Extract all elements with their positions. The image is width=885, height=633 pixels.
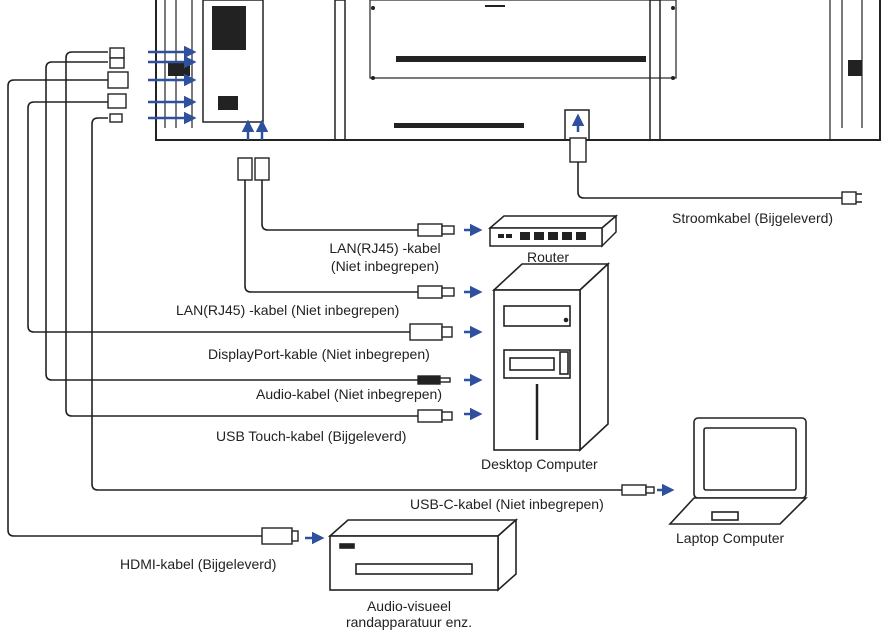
laptop-computer-device xyxy=(668,417,808,525)
usbc-connector xyxy=(621,484,647,496)
flow-arrows xyxy=(148,45,675,545)
usb-touch-cable-label: USB Touch-kabel (Bijgeleverd) xyxy=(216,428,407,444)
router-label: Router xyxy=(527,249,570,265)
hdmi-cable-label: HDMI-kabel (Bijgeleverd) xyxy=(120,556,277,572)
connectors xyxy=(107,47,862,545)
power-plug xyxy=(569,137,587,163)
audio-cable-label: Audio-kabel (Niet inbegrepen) xyxy=(256,386,442,402)
rj45-connector-router xyxy=(417,223,443,237)
displayport-connector xyxy=(409,323,443,341)
display-back-panel xyxy=(155,0,881,141)
power-plug-end xyxy=(841,191,857,205)
cable-lines xyxy=(7,51,842,537)
router-device xyxy=(487,214,619,248)
hdmi-connector xyxy=(261,527,293,545)
lan-cable-router-label-line2: (Niet inbegrepen) xyxy=(330,258,440,274)
av-device xyxy=(327,518,519,592)
av-device-label-line2: randapparatuur enz. xyxy=(345,614,473,630)
displayport-cable-label: DisplayPort-kable (Niet inbegrepen) xyxy=(208,346,430,362)
desktop-computer-device xyxy=(491,262,611,452)
rj45-connector-pc xyxy=(417,285,443,299)
display-vents xyxy=(168,5,862,128)
power-cable-label: Stroomkabel (Bijgeleverd) xyxy=(672,210,834,226)
rj45-plug-a xyxy=(237,157,253,181)
usb-a-connector xyxy=(417,409,443,423)
lan-cable-pc-label: LAN(RJ45) -kabel (Niet inbegrepen) xyxy=(176,302,400,318)
desktop-computer-label: Desktop Computer xyxy=(481,456,598,472)
audio-jack xyxy=(417,375,441,385)
usbc-cable-label: USB-C-kabel (Niet inbegrepen) xyxy=(410,496,604,512)
rj45-plug-b xyxy=(254,157,270,181)
av-device-label-line1: Audio-visueel xyxy=(366,598,452,614)
laptop-computer-label: Laptop Computer xyxy=(676,530,785,546)
lan-cable-router-label-line1: LAN(RJ45) -kabel xyxy=(329,240,441,256)
panel-screws xyxy=(371,6,675,80)
